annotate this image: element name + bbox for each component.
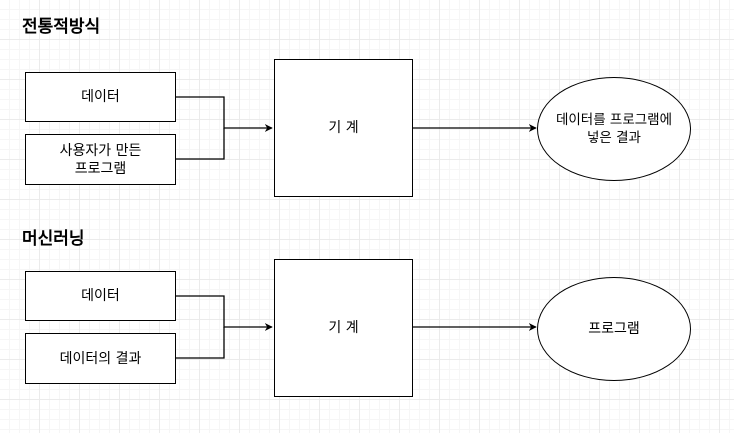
edge-data-to-machine xyxy=(176,96,273,132)
section-title-machine-learning: 머신러닝 xyxy=(22,229,85,249)
node-machine: 기 계 xyxy=(274,59,413,197)
node-input-user-program: 사용자가 만든 프로그램 xyxy=(25,134,176,185)
node-output-result: 데이터를 프로그램에 넣은 결과 xyxy=(537,77,691,181)
node-machine-2: 기 계 xyxy=(274,259,413,397)
node-output-program: 프로그램 xyxy=(537,277,691,381)
edge-program-to-machine xyxy=(176,128,225,160)
node-input-data-result: 데이터의 결과 xyxy=(25,333,176,384)
node-input-data-2: 데이터 xyxy=(25,271,176,321)
section-title-traditional: 전통적방식 xyxy=(22,17,101,37)
edge-data2-to-machine xyxy=(176,295,273,331)
node-input-data: 데이터 xyxy=(25,72,176,122)
edge-result-to-machine xyxy=(176,327,225,359)
